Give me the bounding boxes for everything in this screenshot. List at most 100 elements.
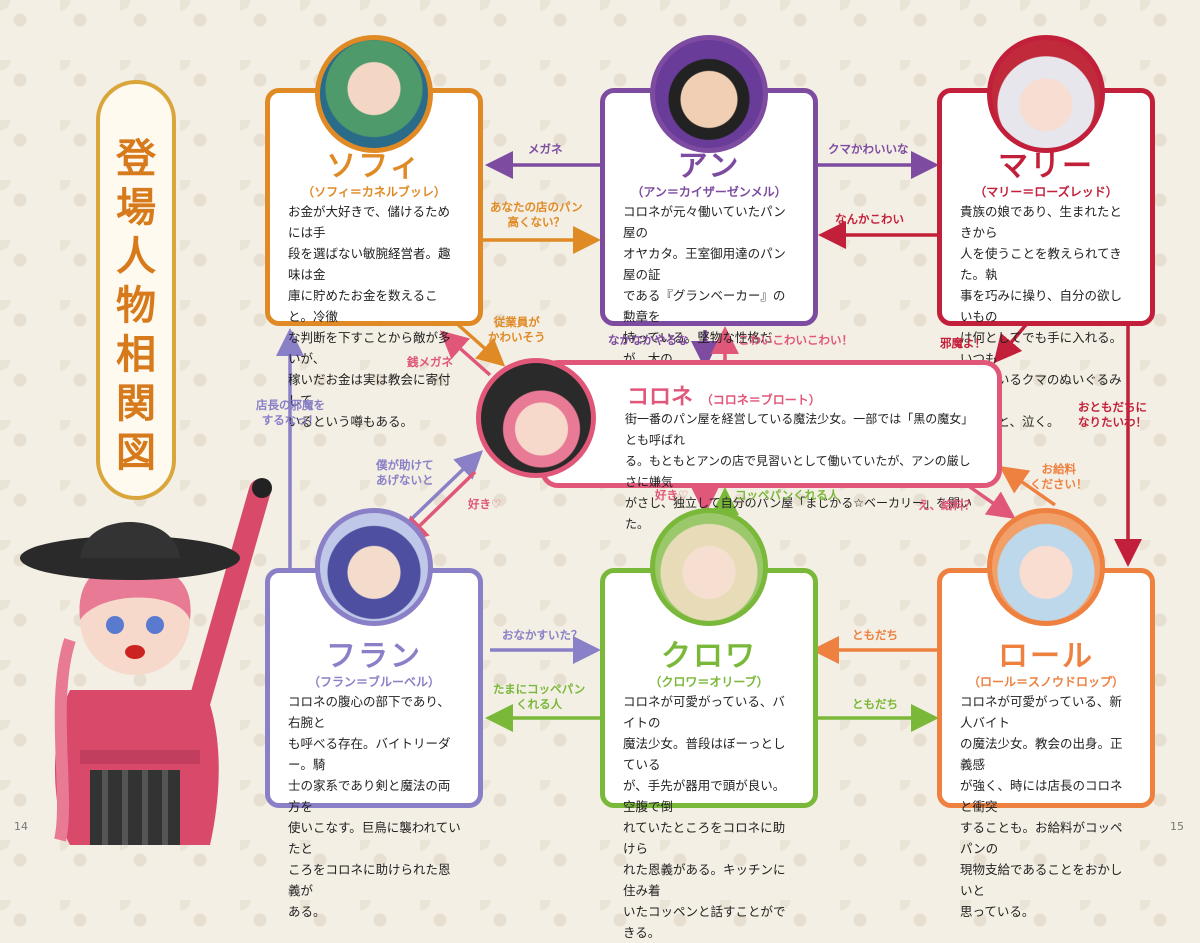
label-kurowa-korone: コッペパンくれる人: [735, 488, 840, 502]
desc-line: 貴族の娘であり、生まれたときから: [960, 204, 1122, 240]
label-line: あなたの店のパン: [490, 200, 583, 214]
desc-kurowa: コロネが可愛がっている、バイトの魔法少女。普段はぼーっとしているが、手先が器用で…: [623, 691, 797, 943]
label-korone-sofi: 銭メガネ: [407, 355, 453, 369]
card-an: アン （アン＝カイザーゼンメル） コロネが元々働いていたパン屋のオヤカタ。王室御…: [600, 88, 818, 450]
label-line: お給料: [1041, 462, 1077, 476]
name-kurowa: クロワ: [661, 639, 757, 674]
label-fran-kurowa: おなかすいた？: [502, 628, 583, 642]
desc-line: 人を使うことを教えられてきた。執: [960, 246, 1122, 282]
fullname-kurowa: （クロワ＝オリーブ）: [649, 675, 769, 689]
label-line: たまにコッペパン: [493, 682, 586, 696]
fullname-an: （アン＝カイザーゼンメル）: [631, 185, 787, 199]
card-roru: ロール （ロール＝スノウドロップ） コロネが可愛がっている、新人バイトの魔法少女…: [937, 568, 1155, 919]
name-fran: フラン: [326, 639, 422, 674]
arrow-korone-sofi: [439, 330, 492, 377]
desc-mari: 貴族の娘であり、生まれたときから人を使うことを教えられてきた。執事を巧みに操り、…: [960, 201, 1134, 432]
desc-line: 稼いだお金は実は教会に寄付して: [288, 372, 451, 408]
desc-line: 使いこなす。巨鳥に襲われていたと: [288, 820, 461, 856]
korone-illustration: [20, 478, 272, 845]
desc-line: れた恩義がある。キッチンに住み着: [623, 862, 786, 898]
desc-line: も呼べる存在。バイトリーダー。騎: [288, 736, 451, 772]
portrait-kurowa: [650, 508, 768, 626]
portrait-fran: [315, 508, 433, 626]
fullname-sofi: （ソフィ＝カネルブッレ）: [302, 185, 446, 199]
portrait-mari: [987, 35, 1105, 153]
desc-line: な判断を下すことから敵が多いが、: [288, 330, 451, 366]
desc-line: オヤカタ。王室御用達のパン屋の証: [623, 246, 786, 282]
label-line: 高くない？: [507, 215, 566, 229]
desc-line: コロネが可愛がっている、バイトの: [623, 694, 785, 730]
card-korone: コロネ （コロネ＝ブロート） 街一番のパン屋を経営している魔法少女。一部では「黒…: [540, 360, 1002, 531]
label-fran-sofi: 店長の邪魔をするなっ！: [256, 398, 325, 428]
desc-line: コロネが元々働いていたパン屋の: [623, 204, 786, 240]
label-kurowa-fran: たまにコッペパンくれる人: [493, 682, 585, 712]
label-line: ください！: [1030, 477, 1088, 491]
label-korone-fran: 好き♡: [468, 497, 502, 511]
title-frame: 登場人物相関図: [96, 80, 176, 500]
desc-line: れていたところをコロネに助けら: [623, 820, 786, 856]
desc-line: 庫に貯めたお金を数えること。冷徹: [288, 288, 438, 324]
desc-line: 街一番のパン屋を経営している魔法少女。一部では「黒の魔女」とも呼ばれ: [625, 412, 974, 447]
portrait-roru: [987, 508, 1105, 626]
desc-line: 思っている。: [960, 904, 1035, 919]
label-an-korone: なかなかやるな: [608, 333, 689, 347]
portrait-sofi: [315, 35, 433, 153]
name-korone: コロネ: [627, 385, 694, 410]
fullname-fran: （フラン＝ブルーベル）: [307, 675, 440, 689]
label-line: かわいそう: [488, 330, 546, 344]
name-sofi: ソフィ: [326, 149, 422, 184]
fullname-mari: （マリー＝ローズレッド）: [974, 185, 1118, 199]
label-line: 店長の邪魔を: [256, 398, 325, 412]
fullname-roru: （ロール＝スノウドロップ）: [967, 675, 1124, 689]
desc-line: 段を選ばない敏腕経営者。趣味は金: [288, 246, 451, 282]
desc-line: することも。お給料がコッペパンの: [960, 820, 1123, 856]
label-kurowa-roru: ともだち: [852, 697, 898, 711]
label-an-mari: クマかわいいな: [828, 142, 909, 156]
arrow-mari-korone: [993, 318, 1032, 364]
desc-line: ある。: [288, 904, 326, 919]
desc-line: いるという噂もある。: [288, 414, 414, 429]
label-line: あげないと: [376, 473, 434, 487]
arrow-sofi-korone: [453, 320, 506, 367]
desc-line: 事を巧みに操り、自分の欲しいもの: [960, 288, 1123, 324]
desc-fran: コロネの腹心の部下であり、右腕とも呼べる存在。バイトリーダー。騎士の家系であり剣…: [288, 691, 462, 922]
name-mari: マリー: [998, 149, 1094, 184]
label-line: 僕が助けて: [376, 458, 434, 472]
page-number-left: 14: [14, 820, 28, 833]
label-korone-kurowa: 好き♡: [655, 488, 689, 502]
desc-line: コロネが可愛がっている、新人バイト: [960, 694, 1122, 730]
label-korone-an: こわいこわいこわい！: [738, 333, 853, 347]
desc-line: お金が大好きで、儲けるためには手: [288, 204, 451, 240]
label-roru-korone: お給料ください！: [1030, 462, 1088, 492]
name-roru: ロール: [998, 639, 1094, 674]
portrait-an: [650, 35, 768, 153]
desc-line: が、手先が器用で頭が良い。空腹で倒: [623, 778, 786, 814]
desc-korone: 街一番のパン屋を経営している魔法少女。一部では「黒の魔女」とも呼ばれる。もともと…: [625, 409, 981, 535]
desc-line: ころをコロネに助けられた恩義が: [288, 862, 451, 898]
label-sofi-an: あなたの店のパン高くない？: [490, 200, 583, 230]
label-line: くれる人: [516, 697, 563, 711]
desc-roru: コロネが可愛がっている、新人バイトの魔法少女。教会の出身。正義感が強く、時には店…: [960, 691, 1134, 922]
label-an-sofi: メガネ: [528, 142, 563, 156]
label-line: 従業員が: [493, 315, 540, 329]
label-line: おともだちに: [1078, 400, 1147, 414]
page-title: 登場人物相関図: [116, 135, 156, 476]
desc-line: コロネの腹心の部下であり、右腕と: [288, 694, 450, 730]
desc-line: 魔法少女。普段はぼーっとしている: [623, 736, 786, 772]
desc-line: がさし、独立して自分のパン屋「まじかる☆ベーカリー」を開いた。: [625, 496, 973, 531]
name-an: アン: [677, 149, 741, 184]
label-mari-roru: おともだちになりたいわ！: [1078, 400, 1147, 430]
desc-line: 現物支給であることをおかしいと: [960, 862, 1123, 898]
desc-line: の魔法少女。教会の出身。正義感: [960, 736, 1123, 772]
label-roru-kurowa: ともだち: [852, 628, 898, 642]
desc-line: 士の家系であり剣と魔法の両方を: [288, 778, 451, 814]
label-mari-korone: 邪魔よ！: [940, 336, 986, 350]
label-line: するなっ！: [261, 413, 320, 427]
label-mari-an: なんかこわい: [835, 212, 904, 226]
page-number-right: 15: [1170, 820, 1184, 833]
desc-line: る。もともとアンの店で見習いとして働いていたが、アンの厳しさに嫌気: [625, 454, 971, 489]
desc-line: である『グランベーカー』の勲章を: [623, 288, 786, 324]
label-line: なりたいわ！: [1078, 415, 1147, 429]
desc-line: が強く、時には店長のコロネと衝突: [960, 778, 1123, 814]
desc-line: いたコッペンと話すことができる。: [623, 904, 786, 940]
